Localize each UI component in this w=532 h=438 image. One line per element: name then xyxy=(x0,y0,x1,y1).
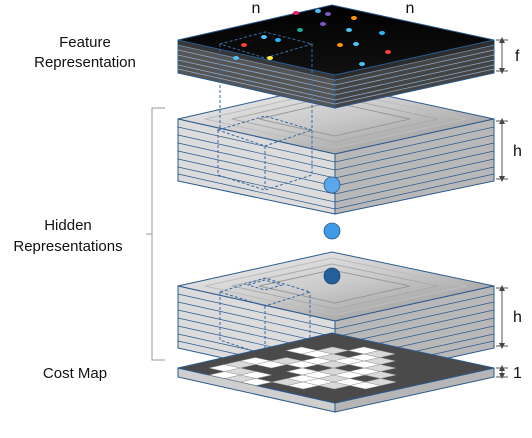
cost-map-cell xyxy=(364,364,396,372)
hidden-label-line1: Hidden xyxy=(44,217,92,234)
hidden-node-3 xyxy=(323,267,341,285)
feature-label-line2: Representation xyxy=(34,54,136,71)
cost-map-cell xyxy=(240,371,272,379)
receptive-field-projection xyxy=(219,70,313,130)
cost-map-label: Cost Map xyxy=(43,365,107,382)
cost-map-cell xyxy=(364,357,396,365)
dimension-markers xyxy=(496,37,508,379)
hidden-node-2 xyxy=(323,222,341,240)
dim-one: 1 xyxy=(513,365,522,382)
cost-map-cell xyxy=(364,371,397,379)
feature-layer xyxy=(177,4,495,109)
feature-label-line1: Feature xyxy=(59,34,111,51)
dim-h1: h xyxy=(513,143,522,160)
hidden-label-line2: Representations xyxy=(13,238,122,255)
cost-map-cell xyxy=(363,350,396,358)
hidden-node-1 xyxy=(323,176,341,194)
cost-map-grid xyxy=(209,346,397,390)
dim-h2: h xyxy=(513,309,522,326)
cost-map-cell xyxy=(365,378,397,386)
hidden-bracket xyxy=(146,107,165,361)
cost-map-layer xyxy=(177,332,495,413)
dim-n-left: n xyxy=(252,0,261,17)
feature-points xyxy=(233,9,391,66)
hidden-layer-1 xyxy=(177,83,495,215)
dim-n-right: n xyxy=(406,0,415,17)
dim-f: f xyxy=(515,48,520,65)
